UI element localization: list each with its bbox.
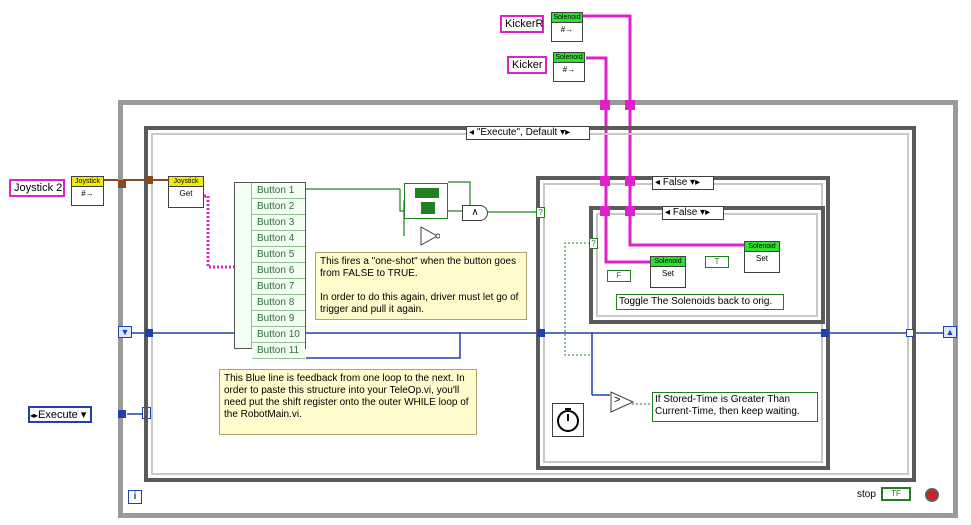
refnum-icon: #→: [81, 189, 94, 198]
refnum-icon: #→: [560, 25, 574, 34]
greater-than-icon: [610, 391, 635, 413]
case-1-tunnel-right: [821, 329, 829, 337]
joystick-header: Joystick: [72, 177, 103, 187]
button-item: Button 1: [252, 183, 305, 199]
and-function: ∧: [462, 205, 488, 221]
shift-register-left[interactable]: ▼: [118, 326, 132, 338]
stop-label: stop: [857, 489, 876, 500]
execute-case-selector[interactable]: ◂ "Execute", Default ▾▸: [466, 126, 590, 140]
kicker-tunnel: [600, 100, 610, 110]
set-label: Set: [755, 254, 768, 263]
button-item: Button 8: [252, 295, 305, 311]
get-label: Get: [179, 189, 193, 198]
kickerr-label: KickerR: [505, 18, 544, 30]
joystick-get-vi[interactable]: Joystick Get: [168, 176, 204, 208]
case-1-tunnel-left: [537, 329, 545, 337]
feedback-node: [404, 183, 448, 219]
button-item: Button 3: [252, 215, 305, 231]
button-item: Button 9: [252, 311, 305, 327]
button-item: Button 11: [252, 343, 305, 359]
execute-tunnel: [118, 410, 126, 418]
kicker-control[interactable]: Kicker: [507, 56, 547, 74]
false-case-selector-1[interactable]: ◂ False ▾▸: [652, 176, 714, 190]
kicker-label: Kicker: [512, 59, 543, 71]
button-item: Button 5: [252, 247, 305, 263]
shift-register-right[interactable]: ▲: [943, 326, 957, 338]
solenoid-header: Solenoid: [552, 13, 582, 23]
joystick-tunnel: [118, 180, 126, 188]
stop-condition-icon[interactable]: [925, 488, 939, 502]
kicker-solenoid-refnum[interactable]: Solenoid #→: [553, 52, 585, 82]
button-item: Button 6: [252, 263, 305, 279]
case-joystick-tunnel: [145, 176, 153, 184]
button-item: Button 10: [252, 327, 305, 343]
execute-enum[interactable]: ◂▸Execute ▾: [28, 406, 92, 423]
toggle-note: Toggle The Solenoids back to orig.: [616, 294, 784, 310]
case-2-kicker-tunnel: [600, 206, 610, 216]
joystick-2-control[interactable]: Joystick 2: [9, 179, 65, 197]
button-item: Button 7: [252, 279, 305, 295]
button-item: Button 4: [252, 231, 305, 247]
kickerr-control[interactable]: KickerR: [500, 15, 544, 33]
solenoid-header: Solenoid: [745, 242, 779, 252]
solenoid-header: Solenoid: [651, 257, 685, 267]
false-constant[interactable]: F: [607, 270, 631, 282]
case-feedback-tunnel-left: [145, 329, 153, 337]
greater-than-function: >: [610, 391, 635, 413]
refnum-icon: #→: [562, 65, 576, 74]
case-1-kickerr-tunnel: [625, 176, 635, 186]
button-item: Button 2: [252, 199, 305, 215]
stored-time-note: If Stored-Time is Greater Than Current-T…: [652, 392, 818, 422]
not-triangle-icon: [420, 226, 441, 246]
stopwatch-icon: [557, 408, 579, 432]
case-2-kickerr-tunnel: [625, 206, 635, 216]
feedback-note: This Blue line is feedback from one loop…: [219, 369, 477, 435]
false-case-selector-2[interactable]: ◂ False ▾▸: [662, 206, 724, 220]
solenoid-set-vi-1[interactable]: Solenoid Set: [650, 256, 686, 288]
true-constant[interactable]: T: [705, 256, 729, 268]
stop-boolean[interactable]: TF: [881, 487, 911, 501]
case-1-kicker-tunnel: [600, 176, 610, 186]
tick-count-vi: [552, 403, 584, 437]
joystick-header: Joystick: [169, 177, 203, 187]
case-1-selector-terminal: ?: [536, 207, 545, 218]
case-2-selector-terminal: ?: [589, 238, 598, 249]
oneshot-note: This fires a "one-shot" when the button …: [315, 252, 527, 320]
iteration-terminal: i: [128, 490, 142, 504]
kickerr-tunnel: [625, 100, 635, 110]
case-feedback-tunnel-right: [906, 329, 914, 337]
solenoid-header: Solenoid: [554, 53, 584, 63]
execute-label: Execute: [38, 409, 78, 421]
joystick-refnum[interactable]: Joystick #→: [71, 176, 104, 206]
not-function: [420, 226, 441, 246]
joystick-label: Joystick 2: [14, 182, 63, 194]
kickerr-solenoid-refnum[interactable]: Solenoid #→: [551, 12, 583, 42]
while-loop[interactable]: [118, 100, 958, 518]
set-label: Set: [661, 269, 674, 278]
solenoid-set-vi-2[interactable]: Solenoid Set: [744, 241, 780, 273]
